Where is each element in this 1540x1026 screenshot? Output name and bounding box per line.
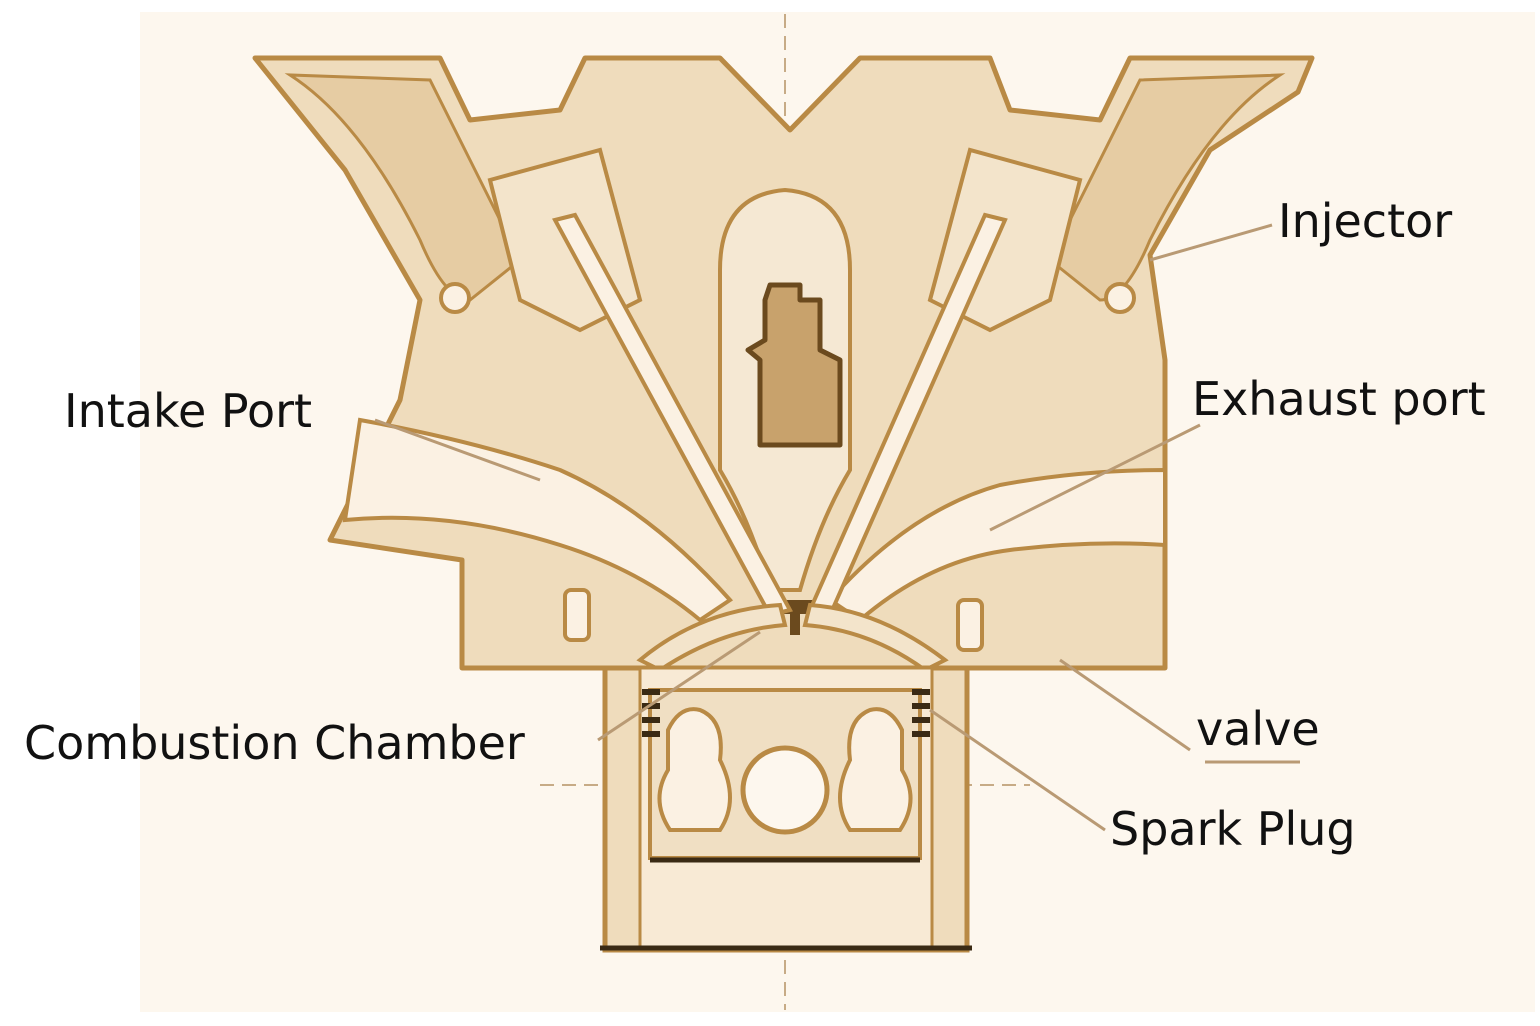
leader-lines bbox=[374, 223, 1300, 832]
label-combustion-chamber: Combustion Chamber bbox=[24, 716, 525, 770]
label-spark-plug: Spark Plug bbox=[1110, 802, 1356, 856]
spark-plug-tip bbox=[790, 600, 800, 635]
left-valve-stem bbox=[552, 212, 793, 618]
leader-spark-plug bbox=[929, 708, 1106, 832]
leader-combustion-chamber bbox=[597, 630, 761, 742]
label-exhaust-port: Exhaust port bbox=[1192, 372, 1486, 426]
leader-injector bbox=[1149, 223, 1273, 262]
right-bolt-hole bbox=[1104, 282, 1136, 314]
left-bolt-hole bbox=[439, 282, 471, 314]
right-head-bolt bbox=[956, 598, 984, 652]
label-injector: Injector bbox=[1278, 194, 1453, 248]
right-valve-head bbox=[802, 602, 949, 673]
left-head-bolt bbox=[563, 588, 591, 642]
leader-exhaust-port bbox=[989, 423, 1201, 532]
left-valve-head bbox=[636, 602, 788, 673]
right-valve-housing bbox=[1048, 73, 1286, 302]
leader-valve bbox=[1059, 658, 1191, 752]
intake-port-channel bbox=[342, 417, 734, 623]
label-intake-port: Intake Port bbox=[64, 384, 313, 438]
label-valve: valve bbox=[1196, 702, 1320, 756]
leader-intake-port bbox=[374, 418, 541, 482]
piston-rings-right bbox=[912, 689, 930, 737]
piston-boss-right bbox=[838, 707, 913, 832]
piston-rings-left bbox=[642, 689, 660, 737]
spark-plug-body bbox=[745, 282, 843, 448]
piston-boss-left bbox=[657, 707, 732, 832]
wrist-pin bbox=[740, 745, 830, 835]
